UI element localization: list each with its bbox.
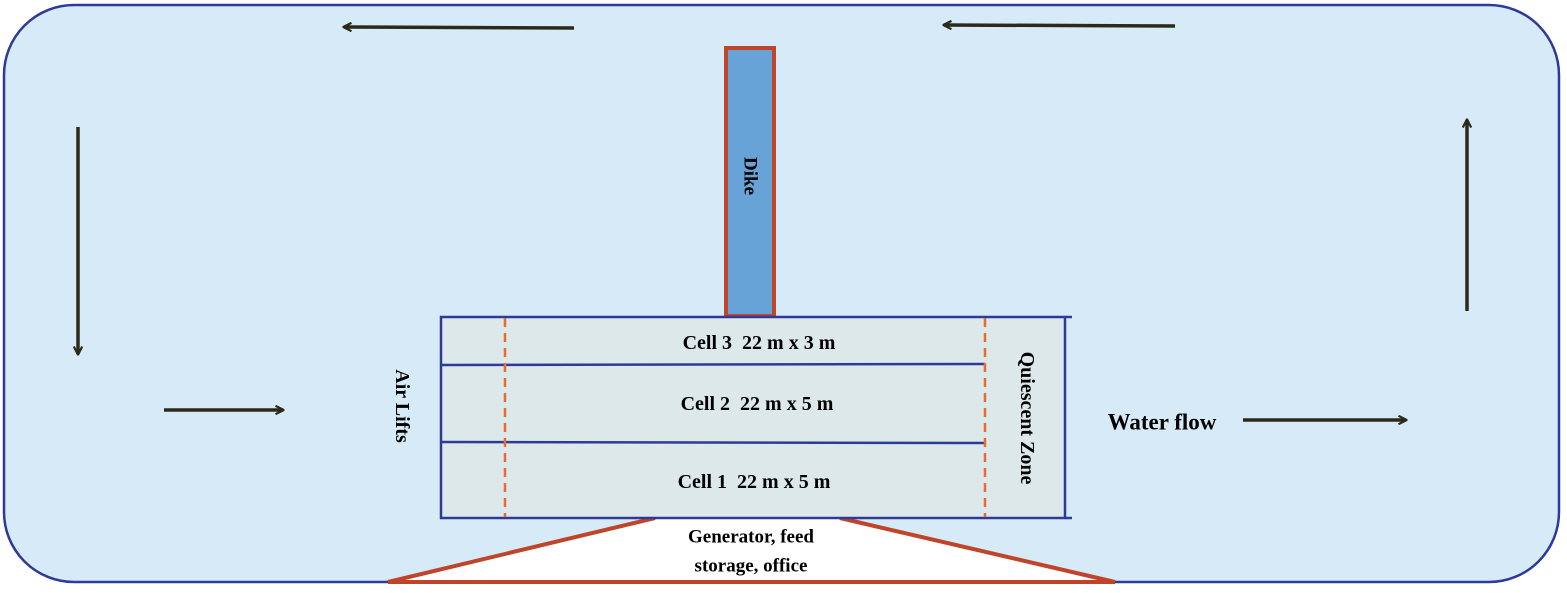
- raceway-block: [439, 315, 1067, 520]
- facility-area: [388, 518, 1115, 582]
- cell1-label: Cell 1 22 m x 5 m: [678, 471, 831, 493]
- facility-label-line1: Generator, feed: [688, 527, 814, 548]
- air-lifts-label: Air Lifts: [391, 369, 413, 443]
- flow-arrows: [78, 25, 1467, 420]
- arrow-left-icon: [344, 27, 575, 28]
- arrow-left-icon: [944, 25, 1176, 26]
- quiescent-zone-label: Quiescent Zone: [1016, 352, 1038, 485]
- cell-divider-2-1: [440, 440, 986, 445]
- facility-label-line2: storage, office: [695, 556, 808, 577]
- cell-divider-3-2: [440, 362, 986, 367]
- water-flow-label: Water flow: [1108, 410, 1217, 435]
- cell2-label: Cell 2 22 m x 5 m: [681, 393, 834, 415]
- dike-label: Dike: [740, 157, 761, 195]
- cell3-label: Cell 3 22 m x 3 m: [683, 332, 836, 354]
- dike: [724, 46, 776, 318]
- facility-outline: [387, 516, 1116, 584]
